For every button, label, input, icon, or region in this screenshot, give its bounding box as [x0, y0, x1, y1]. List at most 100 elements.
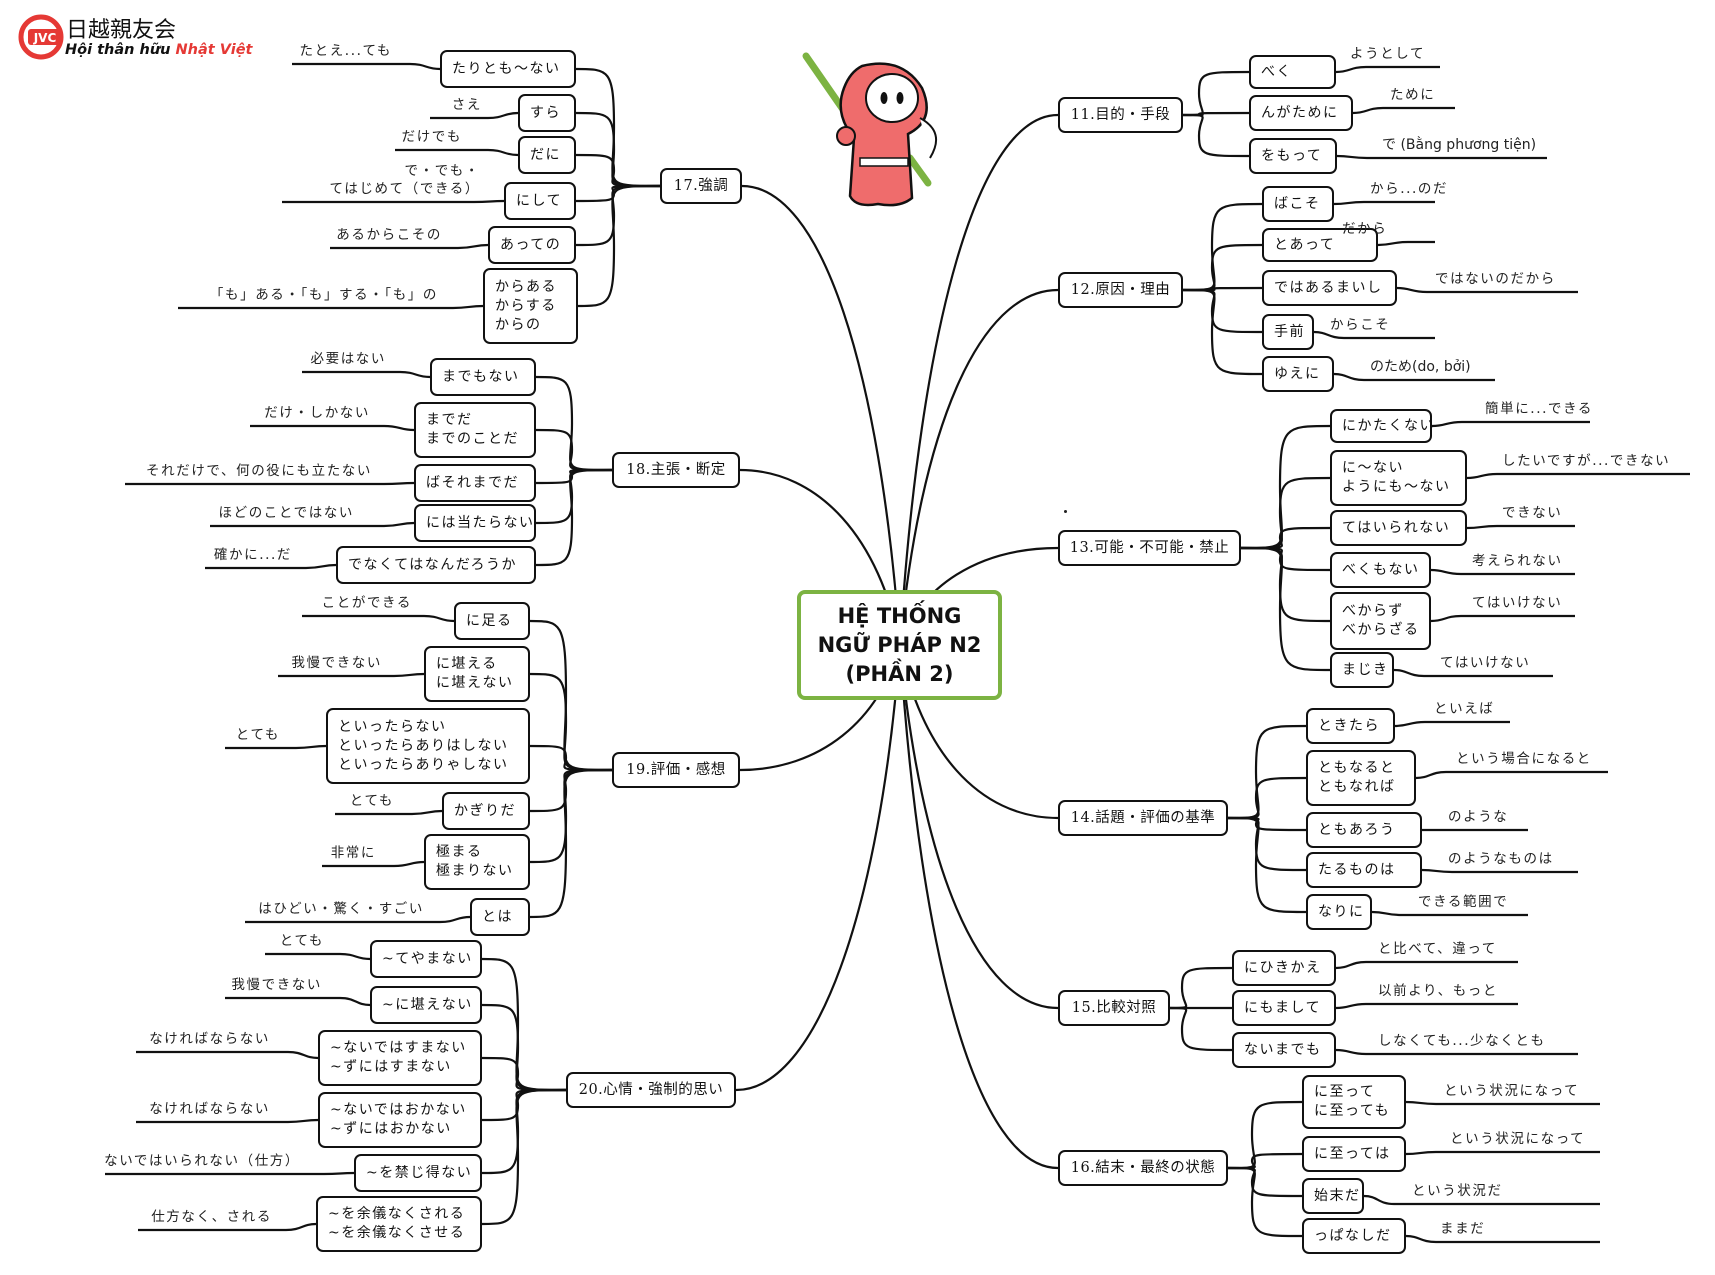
meaning-connector	[1430, 614, 1575, 623]
logo-name-vi-accent: Nhật Việt	[175, 42, 253, 58]
grammar-item-box: ~を禁じ得ない	[354, 1154, 482, 1192]
meaning-label: のようなものは	[1448, 851, 1554, 867]
meaning-connector	[225, 996, 371, 1007]
meaning-label: 仕方なく、される	[151, 1209, 272, 1225]
item-connector	[1169, 966, 1233, 1010]
meaning-label: からこそ	[1330, 317, 1391, 333]
item-connector	[1227, 816, 1307, 832]
item-connector	[1240, 546, 1331, 572]
meaning-connector	[395, 148, 519, 157]
category-box: 18.主張・断定	[612, 452, 740, 488]
meaning-label: という状況だ	[1412, 1183, 1503, 1199]
grammar-item-box: っぱなしだ	[1302, 1218, 1406, 1254]
grammar-item-box: といったらない といったらありはしない といったらありゃしない	[326, 708, 530, 784]
grammar-item-box: ~ないではすまない ~ずにはすまない	[318, 1030, 482, 1086]
meaning-label: したいですが...できない	[1502, 453, 1671, 469]
logo-name-vi-prefix: Hội thân hữu	[65, 42, 176, 58]
item-connector	[1182, 70, 1250, 117]
meaning-connector	[1363, 1194, 1600, 1206]
meaning-label: だけでも	[401, 129, 462, 145]
item-connector	[1227, 724, 1307, 820]
category-box: 12.原因・理由	[1058, 272, 1183, 308]
grammar-item-box: に至っては	[1302, 1136, 1406, 1172]
meaning-connector	[125, 481, 415, 486]
meaning-label: 簡単に...できる	[1485, 401, 1594, 417]
grammar-item-box: べく	[1249, 55, 1336, 89]
item-connector	[481, 1003, 567, 1092]
category-box: 16.結末・最終の状態	[1058, 1150, 1228, 1186]
meaning-connector	[1396, 286, 1578, 294]
item-connector	[1227, 776, 1307, 820]
meaning-connector	[136, 1118, 319, 1124]
branch-line	[898, 288, 1059, 646]
meaning-connector	[1393, 668, 1553, 678]
logo-badge: JVC	[33, 31, 57, 45]
grammar-item-box: なりに	[1306, 894, 1372, 930]
item-connector	[1227, 816, 1307, 872]
meaning-connector	[136, 1050, 319, 1060]
branch-line	[898, 644, 1059, 1170]
meaning-label: 必要はない	[310, 351, 386, 367]
meaning-label: それだけで、何の役にも立たない	[146, 463, 372, 479]
grammar-item-box: ~てやまない	[370, 940, 482, 978]
grammar-item-box: ~ないではおかない ~ずにはおかない	[318, 1092, 482, 1148]
meaning-label: ではないのだから	[1435, 271, 1556, 287]
meaning-label: できる範囲で	[1418, 894, 1509, 910]
grammar-item-box: に足る	[454, 602, 530, 640]
grammar-item-box: たりとも～ない	[440, 50, 576, 88]
grammar-item-box: かぎりだ	[442, 792, 530, 830]
category-box: 17.強調	[660, 168, 742, 204]
meaning-label: という場合になると	[1456, 751, 1592, 767]
meaning-label: だから	[1342, 221, 1388, 237]
grammar-item-box: にもまして	[1232, 990, 1336, 1026]
category-box: 13.可能・不可能・禁止	[1058, 530, 1241, 566]
item-connector	[529, 619, 613, 772]
grammar-item-box: ともあろう	[1306, 812, 1422, 848]
grammar-item-box: ~に堪えない	[370, 986, 482, 1024]
meaning-connector	[138, 1222, 317, 1232]
meaning-label: とても	[349, 793, 394, 809]
item-connector	[1227, 1100, 1303, 1170]
meaning-label: 我慢できない	[291, 655, 382, 671]
meaning-label: ほどのことではない	[218, 505, 354, 521]
meaning-connector	[302, 370, 431, 379]
item-connector	[481, 1088, 567, 1226]
meaning-connector	[250, 424, 415, 432]
grammar-item-box: までもない	[430, 358, 536, 396]
meaning-connector	[302, 614, 455, 623]
meaning-connector	[245, 915, 471, 924]
grammar-item-box: にかたくない	[1330, 409, 1434, 443]
meaning-connector	[210, 521, 415, 528]
category-box: 14.話題・評価の基準	[1058, 800, 1228, 836]
item-connector	[529, 672, 613, 772]
meaning-connector	[1335, 1002, 1518, 1010]
grammar-item-box: だに	[518, 136, 576, 174]
category-box: 15.比較対照	[1058, 990, 1170, 1026]
item-connector	[535, 468, 613, 567]
grammar-item-box: ともなると ともなれば	[1306, 750, 1416, 806]
meaning-connector	[1405, 1234, 1600, 1244]
item-connector	[481, 1088, 567, 1122]
meaning-label: ままだ	[1440, 1221, 1486, 1237]
meaning-connector	[1394, 720, 1510, 728]
item-connector	[535, 468, 613, 525]
meaning-connector	[330, 243, 489, 250]
meaning-label: 「も」ある・「も」する・「も」の	[209, 287, 438, 303]
grammar-item-box: 手前	[1262, 314, 1314, 350]
meaning-connector	[225, 744, 327, 750]
grammar-item-box: ばこそ	[1262, 186, 1334, 222]
meaning-connector	[322, 860, 425, 868]
grammar-item-box: ときたら	[1306, 708, 1395, 744]
item-connector	[481, 1056, 567, 1092]
item-connector	[1182, 288, 1263, 376]
item-connector	[1227, 1166, 1303, 1238]
meaning-connector	[265, 952, 371, 961]
meaning-label: 考えられない	[1472, 553, 1563, 569]
item-connector	[535, 428, 613, 472]
item-connector	[481, 1088, 567, 1175]
grammar-item-box: 始末だ	[1302, 1178, 1364, 1214]
center-title-line3: (PHẦN 2)	[845, 661, 954, 686]
item-connector	[1240, 476, 1331, 550]
grammar-item-box: ないまでも	[1232, 1032, 1336, 1068]
grammar-item-box: には当たらない	[414, 504, 536, 542]
